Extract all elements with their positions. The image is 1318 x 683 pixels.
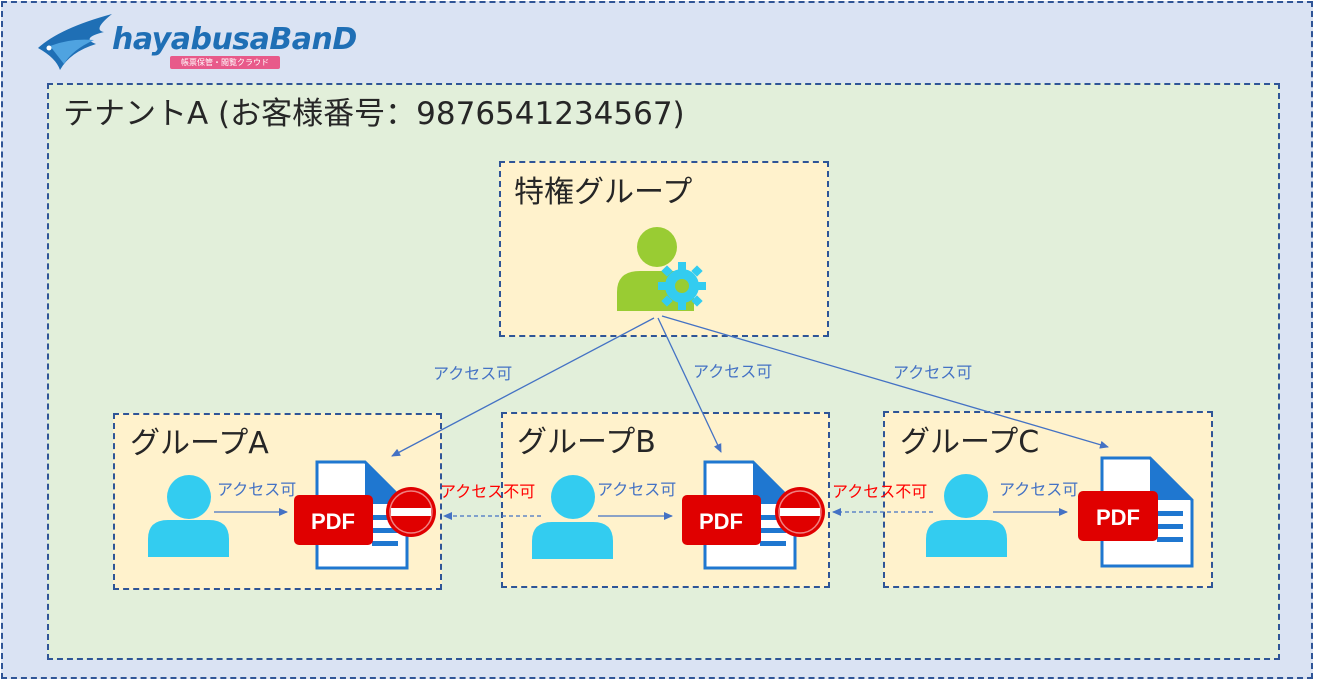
group-c-access-label: アクセス可: [999, 480, 1079, 499]
group-c-title: グループC: [900, 425, 1040, 460]
falcon-logo-icon: [38, 14, 112, 70]
privileged-to-a-label: アクセス可: [433, 364, 513, 383]
logo-wordmark: hayabusaBanD: [112, 22, 357, 57]
privileged-to-b-arrow: [657, 317, 722, 453]
group-a-user-icon: [148, 475, 229, 557]
group-a-title: グループA: [130, 426, 269, 461]
gear-icon: [658, 262, 706, 310]
group-b-no-entry-icon: [775, 487, 825, 537]
privileged-to-c-arrow: [661, 315, 1109, 449]
group-b-title: グループB: [517, 425, 656, 460]
privileged-to-b-label: アクセス可: [693, 362, 773, 381]
group-c-user-icon: [926, 474, 1007, 557]
group-a-no-entry-icon: [386, 487, 436, 537]
group-c-pdf-label: PDF: [1096, 505, 1140, 530]
admin-user-icon: [617, 227, 706, 311]
group-b-user-icon: [532, 475, 613, 559]
group-a-access-label: アクセス可: [217, 480, 297, 499]
privileged-to-c-label: アクセス可: [893, 363, 973, 382]
privileged-to-a-arrow: [391, 317, 655, 457]
privileged-group-title: 特権グループ: [514, 175, 693, 210]
group-c-pdf-document-icon: [1078, 456, 1194, 568]
group-b-access-label: アクセス可: [597, 480, 677, 499]
group-b-pdf-label: PDF: [699, 509, 743, 534]
c-to-b-denied-label: アクセス不可: [832, 482, 928, 501]
group-a-pdf-label: PDF: [311, 509, 355, 534]
logo-tagline: 帳票保管・閲覧クラウド: [170, 56, 280, 69]
b-to-a-denied-label: アクセス不可: [440, 482, 536, 501]
tenant-title: テナントA (お客様番号：9876541234567): [63, 96, 685, 132]
